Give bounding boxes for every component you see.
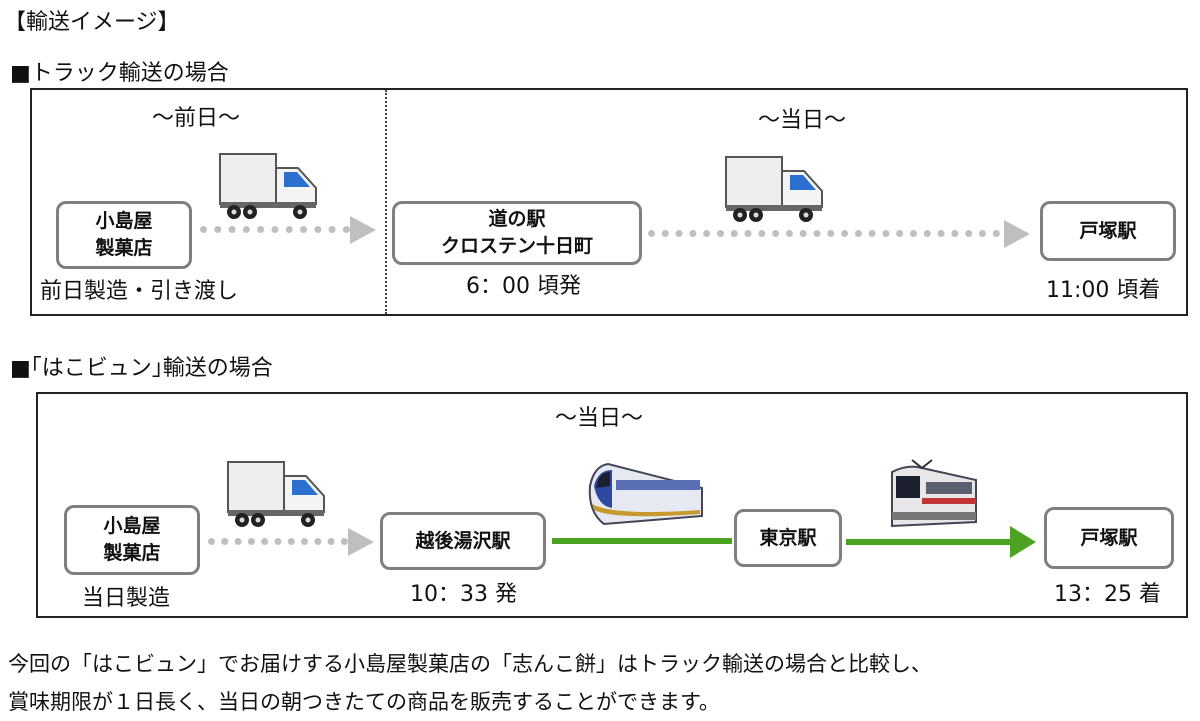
arrow-head xyxy=(348,528,374,556)
origin-note: 前日製造・引き渡し xyxy=(40,279,239,304)
stop-line1: 道の駅 xyxy=(488,208,546,230)
truck-icon xyxy=(219,153,317,219)
truck-section-box xyxy=(30,88,1188,316)
truck-icon xyxy=(725,156,823,222)
shinkansen-icon xyxy=(588,462,703,526)
page-heading: 【輸送イメージ】 xyxy=(4,10,180,35)
arrow-head xyxy=(1010,526,1036,558)
destination-node: 戸塚駅 xyxy=(1040,201,1176,261)
stop-note: 6：00 頃発 xyxy=(466,274,581,299)
hakobyun-section-title: ■｢はこビュン｣輸送の場合 xyxy=(10,356,273,381)
same-day-label: ～当日～ xyxy=(555,406,644,431)
station1-note: 10：33 発 xyxy=(410,582,517,607)
origin-line2: 製菓店 xyxy=(103,542,161,564)
truck-section-title: ■トラック輸送の場合 xyxy=(10,61,229,86)
destination-note: 13：25 着 xyxy=(1054,582,1161,607)
truck-icon xyxy=(227,461,325,527)
destination-node: 戸塚駅 xyxy=(1044,507,1174,569)
day-divider xyxy=(385,90,387,314)
hakobyun-section-box xyxy=(36,392,1188,618)
origin-line2: 製菓店 xyxy=(95,237,153,259)
stop-node: 道の駅 クロステン十日町 xyxy=(392,201,642,265)
same-day-label: ～当日～ xyxy=(758,108,847,133)
origin-line1: 小島屋 xyxy=(103,515,161,537)
express-train-icon xyxy=(891,459,977,528)
destination-label: 戸塚駅 xyxy=(1079,219,1137,242)
shinkansen-line xyxy=(552,538,732,544)
prev-day-label: ～前日～ xyxy=(152,106,241,131)
origin-node: 小島屋 製菓店 xyxy=(64,505,200,575)
truck-dotted-arrow-2 xyxy=(648,230,1000,237)
truck-dotted-arrow-1 xyxy=(200,226,350,233)
origin-node: 小島屋 製菓店 xyxy=(56,201,192,269)
destination-note: 11:00 頃着 xyxy=(1046,278,1161,303)
express-line xyxy=(846,539,1010,545)
stop-line2: クロステン十日町 xyxy=(440,235,593,257)
origin-note: 当日製造 xyxy=(82,586,171,611)
station2-label: 東京駅 xyxy=(759,526,817,549)
destination-label: 戸塚駅 xyxy=(1080,526,1138,549)
arrow-head xyxy=(1004,220,1030,248)
arrow-head xyxy=(350,216,376,244)
station-echigo-yuzawa: 越後湯沢駅 xyxy=(380,512,546,570)
origin-line1: 小島屋 xyxy=(95,210,153,232)
station-tokyo: 東京駅 xyxy=(734,509,842,567)
station1-label: 越後湯沢駅 xyxy=(415,529,511,552)
truck-dotted-arrow-3 xyxy=(208,538,348,545)
description-line1: 今回の「はこビュン」でお届けする小島屋製菓店の「志んこ餅」はトラック輸送の場合と… xyxy=(8,652,932,676)
description-line2: 賞味期限が１日長く、当日の朝つきたての商品を販売することができます。 xyxy=(8,690,720,714)
